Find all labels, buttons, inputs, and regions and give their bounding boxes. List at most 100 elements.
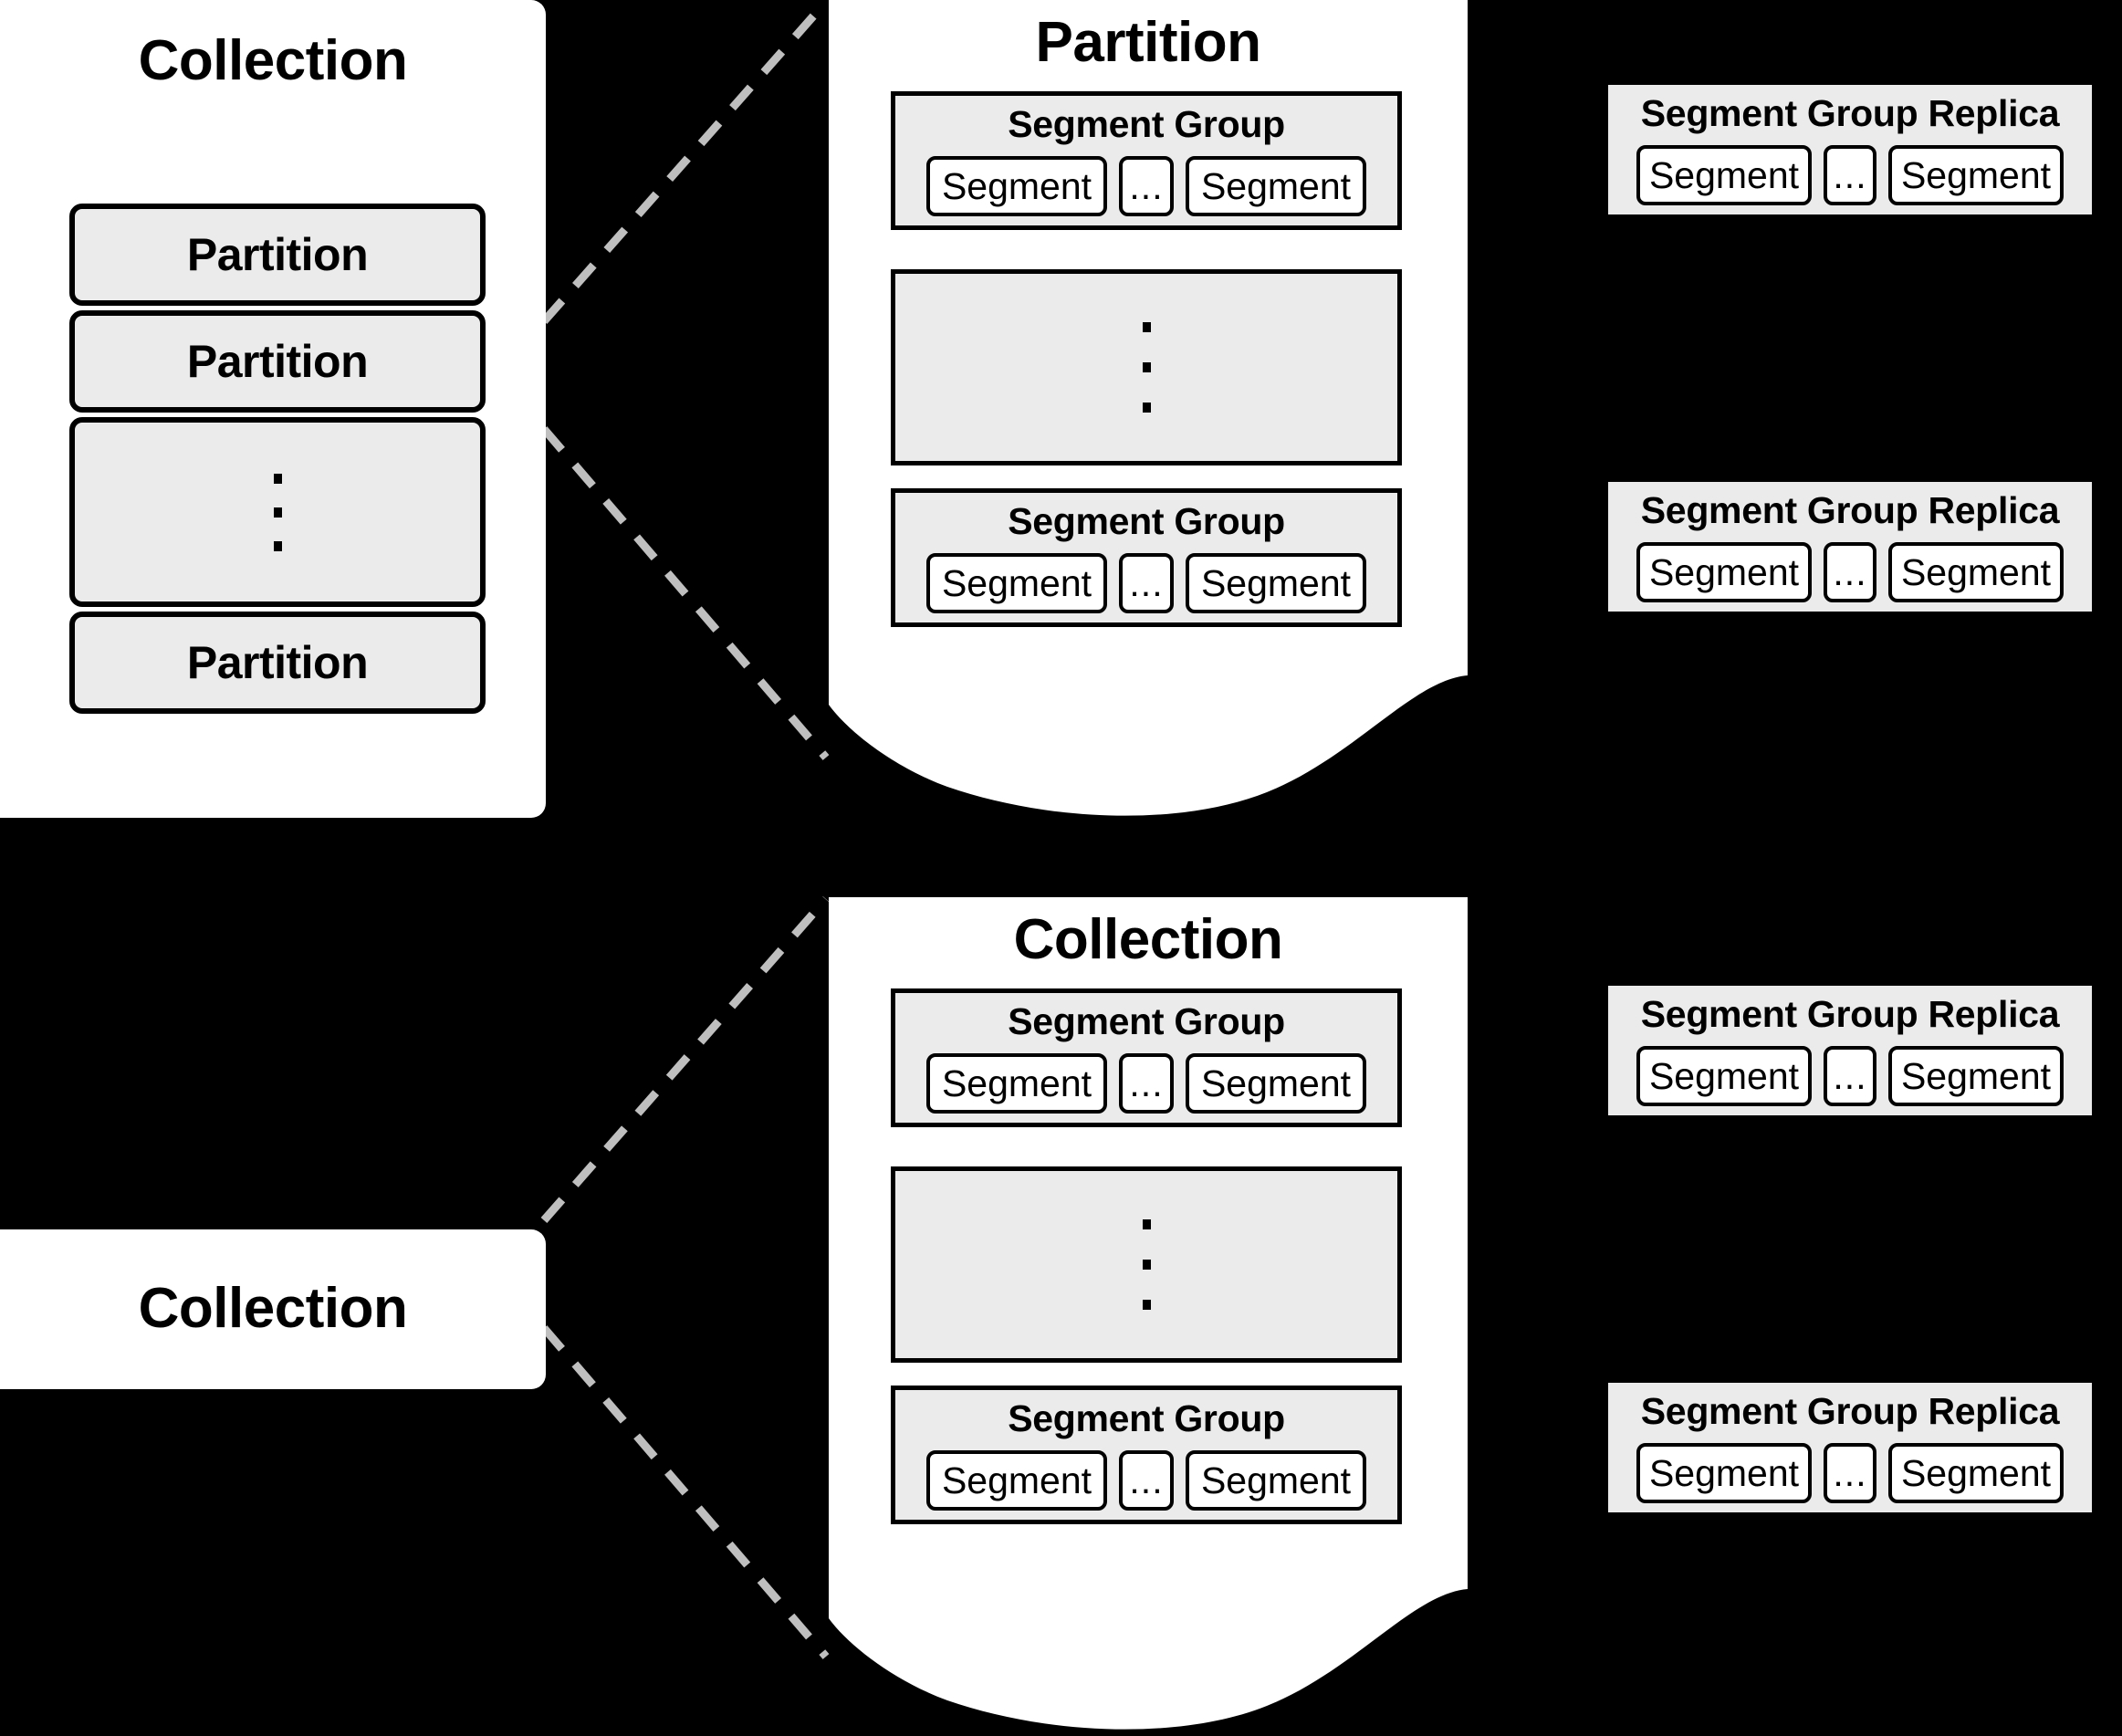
- segment-group-replica-1: Segment Group Replica Segment ... Segmen…: [1604, 80, 2096, 219]
- ellipsis-label: ...: [1129, 164, 1164, 207]
- collection-panel-title: Collection: [1013, 908, 1283, 971]
- segment-chip[interactable]: Segment: [1636, 1443, 1812, 1503]
- segment-group-replica-title: Segment Group Replica: [1640, 993, 2060, 1035]
- segment-group-title: Segment Group: [1008, 1000, 1285, 1042]
- partition-label: Partition: [186, 336, 369, 387]
- segment-group-3: Segment Group Segment ... Segment: [891, 988, 1402, 1127]
- segment-chip[interactable]: Segment: [1888, 542, 2064, 602]
- segment-label: Segment: [1200, 164, 1352, 207]
- segment-chip[interactable]: Segment: [1636, 542, 1812, 602]
- segment-ellipsis-chip: ...: [1824, 1046, 1876, 1106]
- segment-group-title: Segment Group: [1008, 103, 1285, 145]
- segment-row: Segment ... Segment: [926, 1450, 1366, 1511]
- segment-chip[interactable]: Segment: [1888, 1046, 2064, 1106]
- partition-list-item-2[interactable]: Partition: [69, 310, 486, 413]
- segment-row: Segment ... Segment: [926, 1053, 1366, 1114]
- vertical-dot-icon: [1142, 1219, 1151, 1229]
- segment-label: Segment: [1900, 153, 2052, 196]
- segment-label: Segment: [1648, 1451, 1800, 1494]
- vertical-dot-icon: [273, 507, 282, 518]
- segment-group-ellipsis: [891, 1166, 1402, 1363]
- segment-label: Segment: [941, 164, 1092, 207]
- partition-panel-title: Partition: [1035, 11, 1261, 74]
- partition-label: Partition: [186, 229, 369, 280]
- ellipsis-label: ...: [1833, 153, 1867, 196]
- segment-ellipsis-chip: ...: [1824, 1443, 1876, 1503]
- vertical-dot-icon: [1142, 403, 1151, 413]
- ellipsis-label: ...: [1833, 1054, 1867, 1097]
- segment-label: Segment: [1900, 1054, 2052, 1097]
- ellipsis-label: ...: [1129, 561, 1164, 604]
- connector-top-lower: [540, 426, 830, 760]
- segment-chip[interactable]: Segment: [1636, 1046, 1812, 1106]
- collection-bottom-title: Collection: [138, 1277, 408, 1340]
- segment-label: Segment: [941, 1459, 1092, 1501]
- collection-box-top: Collection Partition Partition Partition: [0, 0, 546, 818]
- segment-label: Segment: [1648, 550, 1800, 593]
- segment-chip[interactable]: Segment: [1186, 156, 1366, 216]
- segment-group-replica-4: Segment Group Replica Segment ... Segmen…: [1604, 1378, 2096, 1517]
- connector-bottom-upper: [540, 896, 830, 1223]
- segment-row: Segment ... Segment: [926, 553, 1366, 613]
- segment-chip[interactable]: Segment: [1888, 145, 2064, 205]
- segment-label: Segment: [1648, 1054, 1800, 1097]
- segment-chip[interactable]: Segment: [1186, 1450, 1366, 1511]
- connector-bottom-lower: [540, 1325, 830, 1659]
- partition-list-item-1[interactable]: Partition: [69, 204, 486, 306]
- segment-label: Segment: [941, 561, 1092, 604]
- ellipsis-label: ...: [1833, 1451, 1867, 1494]
- vertical-dot-icon: [1142, 1260, 1151, 1270]
- segment-group-ellipsis: [891, 269, 1402, 465]
- segment-group-2: Segment Group Segment ... Segment: [891, 488, 1402, 627]
- segment-chip[interactable]: Segment: [926, 1450, 1107, 1511]
- segment-label: Segment: [1900, 550, 2052, 593]
- collection-top-title: Collection: [138, 29, 408, 92]
- segment-chip[interactable]: Segment: [1636, 145, 1812, 205]
- partition-label: Partition: [186, 637, 369, 688]
- ellipsis-label: ...: [1129, 1459, 1164, 1501]
- segment-chip[interactable]: Segment: [926, 156, 1107, 216]
- segment-group-4: Segment Group Segment ... Segment: [891, 1386, 1402, 1524]
- vertical-dot-icon: [273, 540, 282, 551]
- vertical-dot-icon: [1142, 322, 1151, 332]
- segment-chip[interactable]: Segment: [1888, 1443, 2064, 1503]
- vertical-dot-icon: [273, 473, 282, 484]
- partition-detail-panel: Partition Segment Group Segment ... Segm…: [829, 0, 1468, 827]
- segment-group-replica-2: Segment Group Replica Segment ... Segmen…: [1604, 477, 2096, 616]
- segment-group-title: Segment Group: [1008, 500, 1285, 542]
- segment-label: Segment: [1200, 561, 1352, 604]
- collection-detail-panel: Collection Segment Group Segment ... Seg…: [829, 897, 1468, 1736]
- segment-row: Segment ... Segment: [1636, 1046, 2064, 1106]
- segment-ellipsis-chip: ...: [1824, 542, 1876, 602]
- segment-group-replica-title: Segment Group Replica: [1640, 489, 2060, 531]
- collection-box-bottom: Collection: [0, 1229, 546, 1389]
- segment-ellipsis-chip: ...: [1824, 145, 1876, 205]
- connector-top-upper: [540, 0, 830, 324]
- segment-label: Segment: [1200, 1459, 1352, 1501]
- segment-ellipsis-chip: ...: [1119, 1450, 1174, 1511]
- partition-list-ellipsis: [69, 417, 486, 607]
- segment-group-replica-title: Segment Group Replica: [1640, 1390, 2060, 1432]
- segment-group-replica-title: Segment Group Replica: [1640, 92, 2060, 134]
- segment-ellipsis-chip: ...: [1119, 156, 1174, 216]
- ellipsis-label: ...: [1129, 1061, 1164, 1104]
- segment-row: Segment ... Segment: [1636, 145, 2064, 205]
- segment-chip[interactable]: Segment: [1186, 553, 1366, 613]
- segment-chip[interactable]: Segment: [1186, 1053, 1366, 1114]
- segment-group-title: Segment Group: [1008, 1397, 1285, 1439]
- segment-chip[interactable]: Segment: [926, 553, 1107, 613]
- segment-label: Segment: [941, 1061, 1092, 1104]
- segment-group-replica-3: Segment Group Replica Segment ... Segmen…: [1604, 981, 2096, 1120]
- vertical-dot-icon: [1142, 362, 1151, 372]
- segment-chip[interactable]: Segment: [926, 1053, 1107, 1114]
- segment-label: Segment: [1648, 153, 1800, 196]
- segment-label: Segment: [1900, 1451, 2052, 1494]
- partition-list-item-3[interactable]: Partition: [69, 612, 486, 714]
- segment-row: Segment ... Segment: [926, 156, 1366, 216]
- segment-row: Segment ... Segment: [1636, 542, 2064, 602]
- segment-row: Segment ... Segment: [1636, 1443, 2064, 1503]
- segment-group-1: Segment Group Segment ... Segment: [891, 91, 1402, 230]
- segment-label: Segment: [1200, 1061, 1352, 1104]
- segment-ellipsis-chip: ...: [1119, 1053, 1174, 1114]
